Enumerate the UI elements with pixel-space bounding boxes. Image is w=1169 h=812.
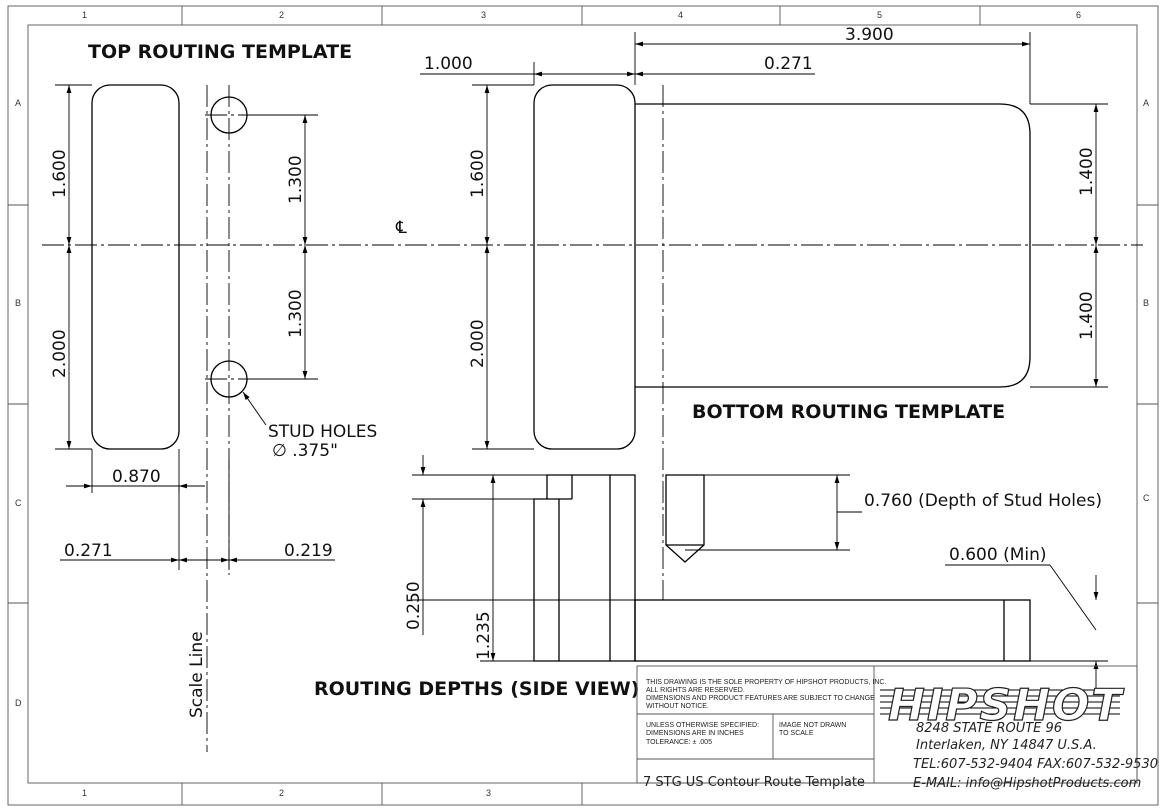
heading-routing-depths: ROUTING DEPTHS (SIDE VIEW) bbox=[314, 678, 639, 700]
notice-line-2: ALL RIGHTS ARE RESERVED. bbox=[646, 687, 745, 694]
notice-line-4: WITHOUT NOTICE. bbox=[646, 703, 709, 710]
bottom-contour-route bbox=[635, 103, 1031, 388]
dim-overall-3900: 3.900 bbox=[845, 25, 894, 45]
zone-left-d: D bbox=[15, 698, 22, 708]
notice-line-3: DIMENSIONS AND PRODUCT FEATURES ARE SUBJ… bbox=[646, 695, 875, 702]
heading-bottom-template: BOTTOM ROUTING TEMPLATE bbox=[692, 401, 1005, 423]
zone-bottom-3: 3 bbox=[486, 788, 491, 798]
dim-bottom-1600: 1.600 bbox=[468, 149, 488, 198]
zone-top-6: 6 bbox=[1076, 10, 1081, 20]
address-line-2: Interlaken, NY 14847 U.S.A. bbox=[916, 738, 1097, 753]
title-block bbox=[636, 665, 1138, 784]
address-line-1: 8248 STATE ROUTE 96 bbox=[916, 721, 1062, 736]
zone-bottom-2: 2 bbox=[279, 788, 284, 798]
bottom-pickup-route bbox=[533, 84, 636, 450]
dim-offset-0271-left: 0.271 bbox=[64, 541, 113, 561]
top-pickup-route bbox=[91, 84, 180, 450]
zone-bottom-1: 1 bbox=[82, 788, 87, 798]
logo-text: HIPSHOT bbox=[888, 680, 1124, 731]
zone-left-a: A bbox=[15, 98, 21, 108]
dim-top-2000: 2.000 bbox=[50, 329, 70, 378]
sheet-frame bbox=[7, 5, 1159, 806]
zone-top-1: 1 bbox=[82, 10, 87, 20]
zone-right-a: A bbox=[1143, 98, 1149, 108]
zone-right-b: B bbox=[1143, 298, 1149, 308]
unless-line-3: TOLERANCE: ± .005 bbox=[646, 739, 712, 746]
stud-holes-label: STUD HOLES bbox=[268, 422, 377, 442]
hipshot-logo: HIPSHOT bbox=[880, 679, 1124, 732]
zone-labels: 1 2 3 4 5 6 1 2 3 A B C D A B C bbox=[15, 10, 1150, 798]
dim-top-1600: 1.600 bbox=[50, 149, 70, 198]
zone-top-5: 5 bbox=[877, 10, 882, 20]
dim-right-1400-lower: 1.400 bbox=[1077, 291, 1097, 340]
dim-depth-1235: 1.235 bbox=[474, 611, 494, 660]
zone-left-b: B bbox=[15, 298, 21, 308]
centerline-symbol: ℄ bbox=[395, 218, 407, 238]
dim-right-1400-upper: 1.400 bbox=[1077, 147, 1097, 196]
scale-line-label: Scale Line bbox=[187, 631, 207, 718]
zone-top-2: 2 bbox=[279, 10, 284, 20]
dim-offset-0219: 0.219 bbox=[284, 541, 333, 561]
dim-stud-1300-lower: 1.300 bbox=[286, 289, 306, 338]
dim-stud-1300-upper: 1.300 bbox=[286, 155, 306, 204]
scale-note-1: IMAGE NOT DRAWN bbox=[779, 722, 846, 729]
stud-hole-section bbox=[665, 474, 705, 563]
dim-depth-0250: 0.250 bbox=[404, 581, 424, 630]
unless-line-2: DIMENSIONS ARE IN INCHES bbox=[646, 730, 744, 737]
zone-left-c: C bbox=[15, 498, 22, 508]
zone-top-3: 3 bbox=[481, 10, 486, 20]
unless-line-1: UNLESS OTHERWISE SPECIFIED: bbox=[646, 722, 759, 729]
scale-note-2: TO SCALE bbox=[779, 730, 814, 737]
zone-right-c: C bbox=[1143, 493, 1150, 503]
email: E-MAIL: info@HipshotProducts.com bbox=[913, 776, 1141, 791]
dim-offset-0271-top: 0.271 bbox=[764, 54, 813, 74]
dim-depth-stud: 0.760 (Depth of Stud Holes) bbox=[864, 491, 1102, 511]
notice-line-1: THIS DRAWING IS THE SOLE PROPERTY OF HIP… bbox=[646, 679, 886, 686]
phone-fax: TEL:607-532-9404 FAX:607-532-9530 bbox=[913, 757, 1158, 772]
dim-depth-min: 0.600 (Min) bbox=[949, 545, 1047, 565]
zone-top-4: 4 bbox=[678, 10, 683, 20]
drawing-title: 7 STG US Contour Route Template bbox=[643, 775, 865, 790]
dim-offset-1000: 1.000 bbox=[424, 54, 473, 74]
stud-hole-diameter: ∅ .375" bbox=[272, 441, 338, 461]
dim-width-0870: 0.870 bbox=[112, 467, 161, 487]
heading-top-template: TOP ROUTING TEMPLATE bbox=[88, 41, 352, 63]
dim-bottom-2000: 2.000 bbox=[468, 319, 488, 368]
